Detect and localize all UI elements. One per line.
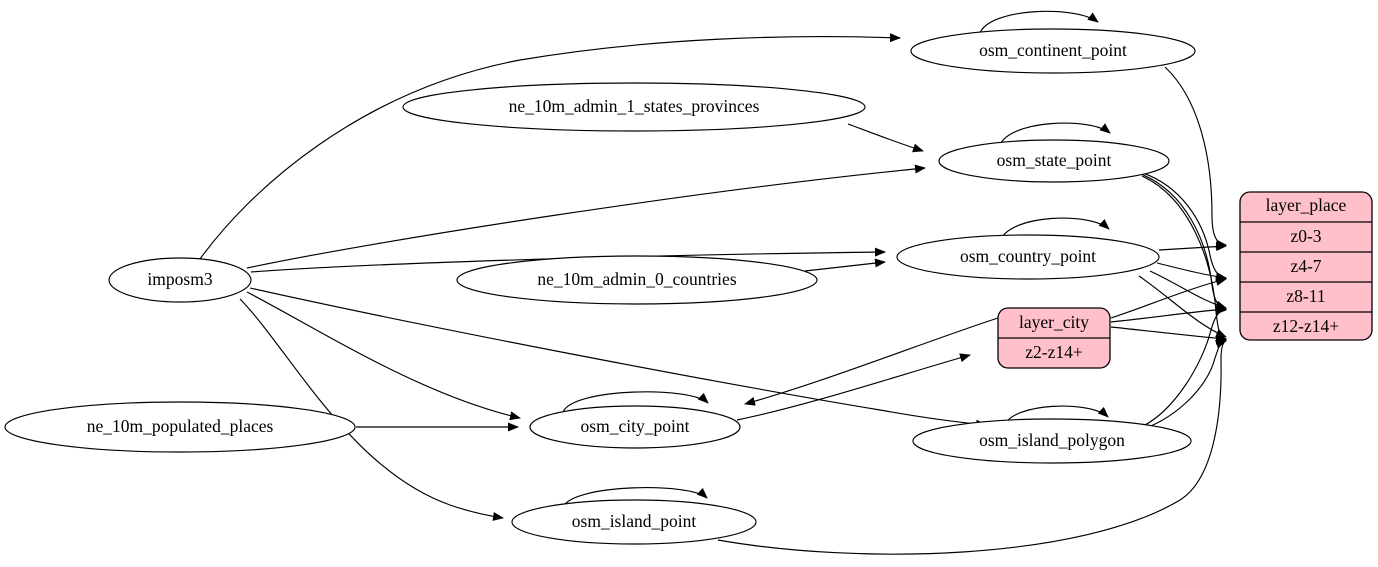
selfloop-osm_island_polygon — [1004, 405, 1109, 426]
selfloop-osm_continent_point — [979, 10, 1099, 34]
edge-osm_continent_point-to-layer_place-z0-3 — [1164, 66, 1227, 249]
node-label-osm_city_point: osm_city_point — [581, 416, 690, 436]
node-label-imposm3: imposm3 — [147, 269, 212, 289]
node-label-osm_country_point: osm_country_point — [960, 246, 1096, 266]
record-layer_city-row-z2-z14[interactable]: z2-z14+ — [1025, 342, 1083, 362]
node-ne_10m_admin_1_states_provinces[interactable]: ne_10m_admin_1_states_provinces — [402, 82, 866, 132]
edge-ne_countries-to-osm_country_point — [804, 258, 886, 272]
edge-layer — [199, 10, 1227, 555]
node-layer: imposm3 ne_10m_admin_1_states_provinces … — [4, 28, 1196, 545]
edge-osm_island_point-to-layer_place-z12-z14+ — [717, 339, 1227, 555]
edge-imposm3-to-osm_island_point — [239, 298, 504, 521]
record-layer_place-row-z12-z14[interactable]: z12-z14+ — [1273, 316, 1339, 336]
node-ne_10m_populated_places[interactable]: ne_10m_populated_places — [4, 401, 356, 453]
edge-imposm3-to-osm_island_polygon — [249, 287, 987, 429]
node-osm_continent_point[interactable]: osm_continent_point — [910, 28, 1196, 74]
record-layer_place-row-z8-11[interactable]: z8-11 — [1286, 286, 1325, 306]
node-label-ne_10m_admin_0_countries: ne_10m_admin_0_countries — [537, 269, 736, 289]
node-osm_city_point[interactable]: osm_city_point — [529, 405, 741, 449]
node-label-osm_island_polygon: osm_island_polygon — [979, 430, 1125, 450]
record-layer_city[interactable]: layer_city z2-z14+ — [997, 307, 1111, 369]
edge-layer_city-to-layer_place-z4-7 — [1110, 277, 1227, 319]
node-osm_country_point[interactable]: osm_country_point — [896, 234, 1160, 280]
selfloop-osm_island_point — [562, 487, 708, 508]
edge-imposm3-to-osm_state_point — [246, 164, 926, 269]
node-ne_10m_admin_0_countries[interactable]: ne_10m_admin_0_countries — [456, 255, 818, 305]
edge-imposm3-to-osm_continent_point — [199, 33, 901, 260]
node-label-osm_state_point: osm_state_point — [997, 150, 1112, 170]
edge-osm_island_polygon-to-layer_place-z12-z14+ — [1140, 335, 1227, 431]
edge-layer_city-to-layer_place-z8-11 — [1110, 305, 1227, 323]
node-label-ne_10m_populated_places: ne_10m_populated_places — [87, 416, 274, 436]
edge-ne_states_provinces-to-osm_state_point — [847, 123, 924, 153]
record-layer_city-row-title: layer_city — [1019, 312, 1089, 332]
record-layer_place-row-z0-3[interactable]: z0-3 — [1290, 226, 1321, 246]
edge-osm_island_polygon-to-layer_place-z8-11 — [1138, 305, 1227, 429]
record-layer_place-row-z4-7[interactable]: z4-7 — [1290, 256, 1321, 276]
edge-imposm3-to-osm_city_point — [246, 291, 521, 421]
node-label-ne_10m_admin_1_states_provinces: ne_10m_admin_1_states_provinces — [509, 96, 760, 116]
selfloop-osm_country_point — [999, 217, 1110, 242]
node-label-osm_continent_point: osm_continent_point — [979, 40, 1127, 60]
record-layer_place-row-title: layer_place — [1266, 195, 1347, 215]
node-label-osm_island_point: osm_island_point — [572, 511, 697, 531]
edge-imposm3-to-osm_country_point — [250, 247, 886, 273]
edge-osm_country_point-to-layer_place-z0-3 — [1158, 242, 1227, 252]
node-osm_state_point[interactable]: osm_state_point — [938, 139, 1170, 183]
node-osm_island_polygon[interactable]: osm_island_polygon — [912, 418, 1192, 464]
record-layer_place-body — [1239, 191, 1373, 341]
edge-osm_city_point-to-layer_city-z2-z14+ — [736, 353, 971, 421]
selfloop-osm_state_point — [999, 122, 1111, 146]
node-imposm3[interactable]: imposm3 — [108, 257, 252, 303]
node-osm_island_point[interactable]: osm_island_point — [511, 499, 757, 545]
selfloop-osm_city_point — [562, 391, 709, 413]
edge-layer_city-to-osm_city_point — [744, 317, 999, 406]
record-layer_place[interactable]: layer_place z0-3 z4-7 z8-11 z12-z14+ — [1239, 191, 1373, 341]
edge-osm_country_point-to-layer_place-z12-z14+ — [1138, 275, 1227, 338]
record-layer: layer_city z2-z14+ layer_place z0-3 z4-7… — [997, 191, 1373, 369]
edge-layer_city-to-layer_place-z12-z14+ — [1110, 326, 1227, 343]
